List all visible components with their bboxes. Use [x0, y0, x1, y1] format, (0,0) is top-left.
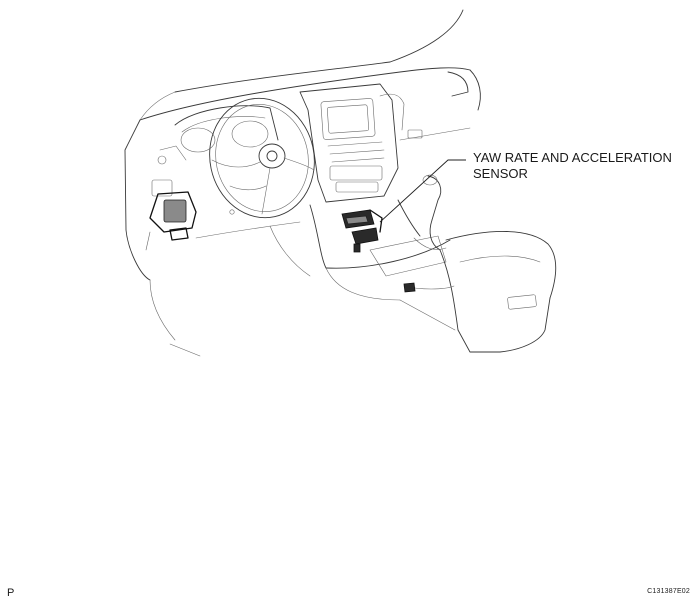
lower-dash [169, 221, 301, 357]
sensor-connector [403, 282, 416, 293]
passenger-dash [399, 71, 471, 141]
dashboard-top [124, 67, 481, 341]
figure-code: C131387E02 [647, 588, 690, 595]
armrest-console [403, 231, 557, 353]
callout-leader [379, 159, 466, 223]
callout-line-1: YAW RATE AND ACCELERATION [473, 150, 672, 165]
center-console [309, 174, 451, 277]
yaw-rate-sensor-label: YAW RATE AND ACCELERATION SENSOR [473, 150, 672, 182]
instrument-cluster [159, 105, 279, 161]
page-mark: P [7, 587, 15, 599]
yaw-rate-sensor [341, 209, 383, 253]
callout-line-2: SENSOR [473, 166, 528, 181]
steering-wheel [209, 97, 315, 219]
floor-outline [269, 225, 456, 331]
windshield-frame [139, 9, 464, 121]
center-stack [299, 83, 405, 203]
driver-side-panel [145, 155, 235, 251]
